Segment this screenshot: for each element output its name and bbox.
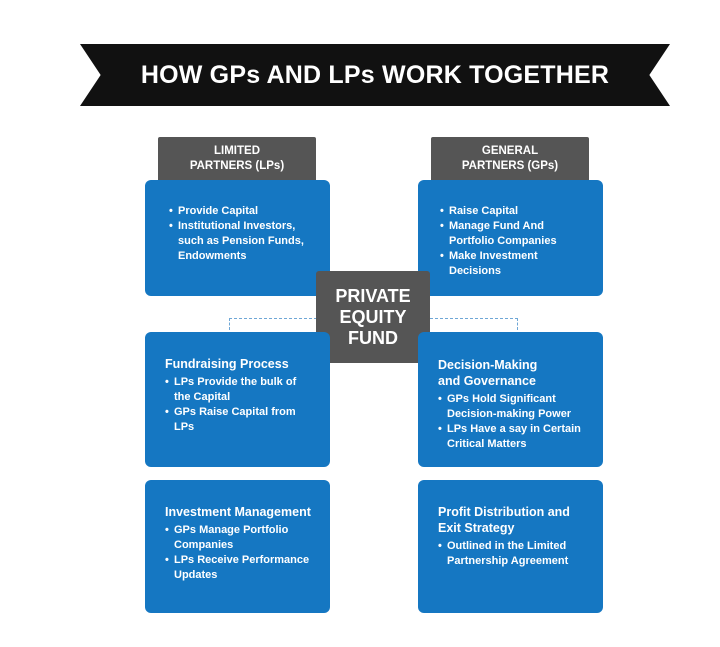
fundraising-list: LPs Provide the bulk of the Capital GPs … bbox=[165, 375, 322, 435]
lp-tab: LIMITED PARTNERS (LPs) bbox=[158, 137, 316, 180]
list-item: Manage Fund And Portfolio Companies bbox=[440, 219, 595, 249]
list-item: LPs Provide the bulk of the Capital bbox=[165, 375, 322, 405]
fundraising-title: Fundraising Process bbox=[165, 357, 289, 371]
center-line-2: EQUITY bbox=[339, 306, 407, 327]
gp-card: Raise Capital Manage Fund And Portfolio … bbox=[418, 180, 603, 296]
center-line-1: PRIVATE bbox=[335, 285, 411, 306]
gp-tab: GENERAL PARTNERS (GPs) bbox=[431, 137, 589, 180]
lp-tab-line-2: PARTNERS (LPs) bbox=[189, 159, 285, 172]
list-item: GPs Hold Significant Decision-making Pow… bbox=[438, 392, 597, 422]
gp-card-list: Raise Capital Manage Fund And Portfolio … bbox=[440, 204, 595, 279]
decision-card: Decision-Making and Governance GPs Hold … bbox=[418, 332, 603, 467]
center-line-3: FUND bbox=[348, 327, 398, 348]
lp-card-list: Provide Capital Institutional Investors,… bbox=[169, 204, 320, 264]
investment-title: Investment Management bbox=[165, 505, 311, 519]
decision-title: Decision-Making and Governance bbox=[438, 358, 538, 388]
profit-title: Profit Distribution and Exit Strategy bbox=[438, 505, 570, 535]
gp-tab-line-1: GENERAL bbox=[481, 144, 539, 157]
investment-list: GPs Manage Portfolio Companies LPs Recei… bbox=[165, 523, 324, 583]
connector-right bbox=[430, 318, 518, 330]
decision-list: GPs Hold Significant Decision-making Pow… bbox=[438, 392, 597, 452]
list-item: Institutional Investors, such as Pension… bbox=[169, 219, 320, 264]
title-banner bbox=[80, 44, 670, 106]
list-item: Provide Capital bbox=[169, 204, 320, 219]
profit-card: Profit Distribution and Exit Strategy Ou… bbox=[418, 480, 603, 613]
list-item: GPs Manage Portfolio Companies bbox=[165, 523, 324, 553]
diagram-title: HOW GPs AND LPs WORK TOGETHER bbox=[140, 60, 610, 89]
list-item: Make Investment Decisions bbox=[440, 249, 595, 279]
fundraising-card: Fundraising Process LPs Provide the bulk… bbox=[145, 332, 330, 467]
gp-tab-line-2: PARTNERS (GPs) bbox=[461, 159, 559, 172]
list-item: Raise Capital bbox=[440, 204, 595, 219]
investment-card: Investment Management GPs Manage Portfol… bbox=[145, 480, 330, 613]
list-item: LPs Receive Performance Updates bbox=[165, 553, 324, 583]
list-item: GPs Raise Capital from LPs bbox=[165, 405, 322, 435]
list-item: Outlined in the Limited Partnership Agre… bbox=[438, 539, 597, 569]
connector-left bbox=[229, 318, 317, 330]
private-equity-fund-box: PRIVATE EQUITY FUND bbox=[316, 271, 430, 363]
list-item: LPs Have a say in Certain Critical Matte… bbox=[438, 422, 597, 452]
lp-tab-line-1: LIMITED bbox=[214, 144, 260, 157]
profit-list: Outlined in the Limited Partnership Agre… bbox=[438, 539, 597, 569]
lp-card: Provide Capital Institutional Investors,… bbox=[145, 180, 330, 296]
